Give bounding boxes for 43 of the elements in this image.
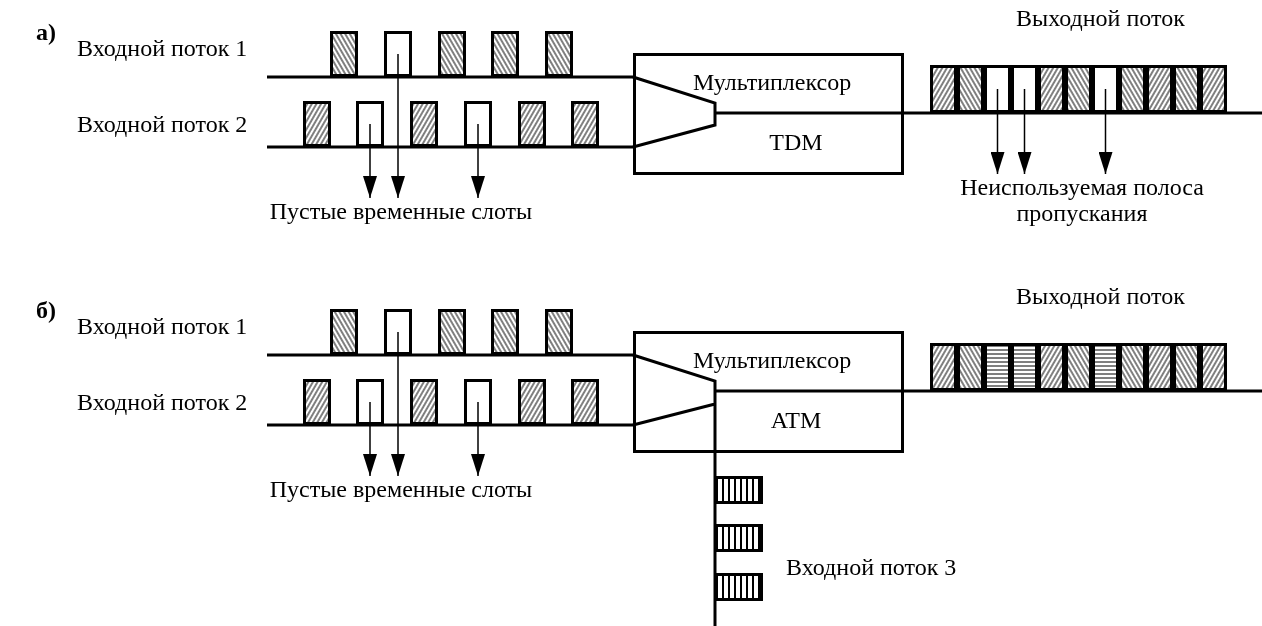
empty-time-slot — [356, 379, 384, 425]
arrow — [363, 123, 377, 199]
arrow — [363, 401, 377, 477]
empty-time-slot — [356, 101, 384, 147]
stream-label: Входной поток 3 — [786, 553, 957, 581]
empty-time-slot — [384, 309, 412, 355]
arrow — [391, 331, 405, 477]
arrow — [391, 53, 405, 199]
signal-line — [267, 423, 633, 427]
arrow — [471, 123, 485, 199]
multiplexer-title: Мультиплексор — [693, 346, 852, 374]
signal-line — [904, 389, 1262, 393]
multiplexer-title: Мультиплексор — [693, 68, 852, 96]
annotation-text: Пустые временные слоты — [236, 476, 566, 506]
stream-label: Выходной поток — [1016, 282, 1185, 310]
multiplexer-type: ATM — [769, 406, 823, 434]
empty-time-slot — [984, 65, 1011, 113]
signal-line — [713, 453, 717, 626]
arrow — [471, 401, 485, 477]
annotation-text: Пустые временные слоты — [236, 198, 566, 228]
annotation-text: Неиспользуемая полоса пропускания — [922, 174, 1242, 234]
empty-time-slot — [384, 31, 412, 77]
arrow — [990, 88, 1005, 175]
multiplexer-type: TDM — [768, 128, 824, 156]
stream-label: Входной поток 1 — [77, 312, 248, 340]
stream-label: Входной поток 1 — [77, 34, 248, 62]
empty-time-slot — [464, 101, 492, 147]
panel-label: а) — [36, 18, 56, 46]
arrow — [1017, 88, 1032, 175]
stream-label: Входной поток 2 — [77, 388, 248, 416]
arrow — [1098, 88, 1113, 175]
empty-time-slot — [1011, 65, 1038, 113]
empty-time-slot — [1092, 65, 1119, 113]
multiplexer-box — [633, 53, 904, 175]
signal-line — [267, 75, 633, 79]
signal-line — [267, 145, 633, 149]
panel-label: б) — [36, 296, 56, 324]
stream-label: Входной поток 2 — [77, 110, 248, 138]
signal-line — [267, 353, 633, 357]
empty-time-slot — [464, 379, 492, 425]
signal-line — [904, 111, 1262, 115]
multiplexer-box — [633, 331, 904, 453]
stream-label: Выходной поток — [1016, 4, 1185, 32]
